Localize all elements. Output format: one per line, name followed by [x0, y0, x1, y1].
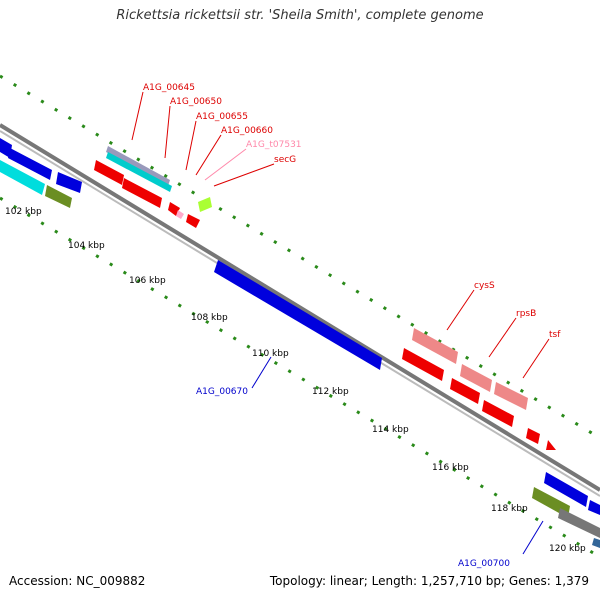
scale-label: 114 kbp	[372, 425, 409, 435]
accession-text: Accession: NC_009882	[9, 574, 146, 588]
gene-red-e	[546, 440, 556, 450]
gene-label-leader	[488, 317, 517, 358]
gene-blue-A1G_00670	[214, 260, 382, 370]
gene-cyan-a	[0, 160, 45, 195]
gene-gray-b	[558, 508, 600, 538]
scale-label: 104 kbp	[68, 241, 105, 251]
gene-label: A1G_00645	[143, 83, 195, 93]
gene-label-leader	[131, 91, 144, 141]
gene-features-left	[0, 138, 212, 228]
gene-label-leader	[213, 163, 275, 187]
gene-lime	[198, 197, 212, 212]
gene-label-leader	[204, 148, 247, 181]
gene-label-leader	[522, 520, 544, 555]
gene-label: A1G_00670	[196, 387, 248, 397]
gene-blue-b	[8, 148, 52, 180]
scale-label: 112 kbp	[312, 387, 349, 397]
gene-label-leader	[251, 356, 272, 389]
gene-label-leader	[522, 338, 550, 379]
gene-red-secG	[186, 214, 200, 228]
gene-label: A1G_00650	[170, 97, 222, 107]
gene-label: A1G_t07531	[246, 140, 302, 150]
gene-cyan-b	[106, 152, 172, 192]
gene-features-right	[402, 328, 600, 548]
gene-red-c	[482, 400, 514, 427]
scale-label: 106 kbp	[129, 276, 166, 286]
gene-blue-d	[544, 472, 588, 507]
gene-blue-c	[56, 172, 82, 193]
scale-labels: 102 kbp 104 kbp 106 kbp 108 kbp 110 kbp 112 k…	[5, 207, 586, 554]
gene-red-A1G_00655	[122, 178, 162, 208]
gene-label: cysS	[474, 281, 495, 291]
gene-label-leader	[164, 105, 171, 159]
scale-label: 120 kbp	[549, 544, 586, 554]
gene-pink-cysS	[412, 328, 458, 364]
gene-label: secG	[274, 155, 296, 165]
gene-red-b	[450, 378, 480, 404]
gene-pink-rpsB	[460, 364, 492, 392]
gene-gray-A1G_00645	[106, 146, 170, 186]
scale-label: 102 kbp	[5, 207, 42, 217]
gene-red-A1G_00660	[168, 202, 180, 216]
gene-red-A1G_00650	[94, 160, 124, 185]
gene-pink-tsf	[494, 382, 528, 410]
gene-label: A1G_00700	[458, 559, 510, 569]
gene-labels: A1G_00645A1G_00650A1G_00655A1G_00660A1G_…	[131, 83, 561, 569]
scale-label: 118 kbp	[491, 504, 528, 514]
scale-label: 108 kbp	[191, 313, 228, 323]
gene-olive-a	[45, 185, 72, 208]
gene-red-d	[526, 428, 540, 444]
map-title: Rickettsia rickettsii str. 'Sheila Smith…	[116, 8, 484, 23]
scale-label: 110 kbp	[252, 349, 289, 359]
gene-label-leader	[195, 134, 222, 176]
gene-label: A1G_00655	[196, 112, 248, 122]
summary-text: Topology: linear; Length: 1,257,710 bp; …	[269, 574, 589, 588]
scale-label: 116 kbp	[432, 463, 469, 473]
gene-label-leader	[446, 289, 475, 331]
gene-blue-f	[592, 538, 600, 548]
gene-label-leader	[185, 120, 197, 171]
gene-label: rpsB	[516, 309, 536, 319]
gene-label: tsf	[549, 330, 561, 340]
gene-blue-e	[588, 500, 600, 515]
gene-label: A1G_00660	[221, 126, 273, 136]
gene-red-a	[402, 348, 444, 381]
outer-tick-track	[0, 74, 600, 440]
gene-pink-t07531	[176, 210, 184, 219]
backbone-outer	[0, 123, 600, 492]
